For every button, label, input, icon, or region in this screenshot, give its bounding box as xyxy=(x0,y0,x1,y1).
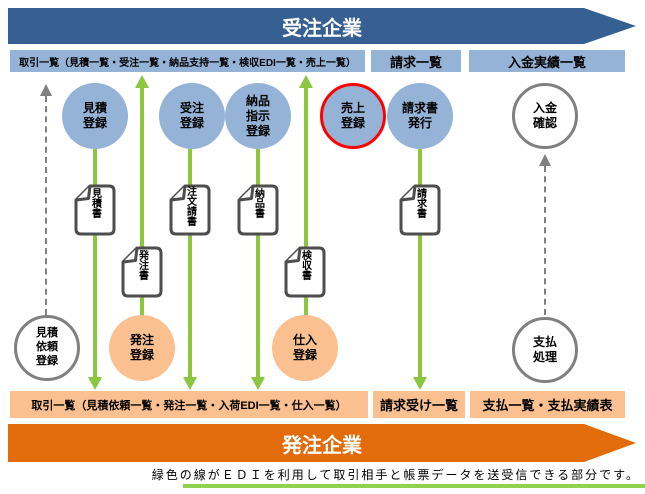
banner-hatchu-kigyo: 発注企業 xyxy=(8,424,636,462)
doc-kenshusho: 検収書 xyxy=(283,245,327,299)
document-icon xyxy=(399,184,441,236)
note-text: 緑色の線がＥＤＩを利用して取引相手と帳票データを送受信できる部分です。 xyxy=(151,468,640,482)
footer-box-seikyu-uke-ichiran: 請求受け一覧 xyxy=(373,391,465,418)
edi-arrowhead-mitsumori-down xyxy=(88,377,102,390)
header-box-seikyu-ichiran-label: 請求一覧 xyxy=(389,54,442,70)
edi-line-nohin-down xyxy=(256,149,260,378)
doc-seikyusho: 請求書 xyxy=(398,183,442,237)
doc-hatchusho-label: 発注書 xyxy=(136,250,148,280)
header-box-nyukin-jisseki-ichiran-label: 入金実績一覧 xyxy=(507,54,586,70)
edi-arrowhead-hatchu-up xyxy=(135,75,149,88)
banner-hatchu-kigyo-label: 発注企業 xyxy=(282,434,362,457)
edi-line-juchu-down xyxy=(188,149,192,378)
document-icon xyxy=(284,246,326,298)
header-box-torihiki-ichiran-label: 取引一覧（見積一覧・受注一覧・納品支持一覧・検収EDI一覧・売上一覧） xyxy=(19,57,356,69)
header-box-nyukin-jisseki-ichiran: 入金実績一覧 xyxy=(469,50,625,72)
circle-juchu-toroku: 受注 登録 xyxy=(159,83,225,149)
note-underline xyxy=(183,484,645,488)
banner-juchu-kigyo-label: 受注企業 xyxy=(282,17,362,40)
edi-line-kenshu-up xyxy=(304,87,308,316)
circle-shiire-toroku: 仕入 登録 xyxy=(272,315,338,381)
footer-box-torihiki-ichiran-label: 取引一覧（見積依頼一覧・発注一覧・入荷EDI一覧・仕入一覧） xyxy=(31,399,347,412)
circle-mitsumori-irai-toroku: 見積 依頼 登録 xyxy=(14,315,80,381)
circle-shiharai-shori: 支払 処理 xyxy=(512,317,578,383)
edi-arrowhead-juchu-down xyxy=(183,377,197,390)
doc-mitsumorisho-label: 見積書 xyxy=(89,188,101,218)
header-box-seikyu-ichiran: 請求一覧 xyxy=(371,50,461,72)
document-icon xyxy=(121,246,163,298)
edi-arrowhead-kenshu-up xyxy=(299,75,313,88)
footer-box-torihiki-ichiran: 取引一覧（見積依頼一覧・発注一覧・入荷EDI一覧・仕入一覧） xyxy=(10,391,368,418)
doc-nohinsho: 納品書 xyxy=(236,183,280,237)
circle-seikyusho-hakko: 請求書 発行 xyxy=(387,83,453,149)
dashed-line-mitsumori-irai xyxy=(45,96,47,315)
header-box-torihiki-ichiran: 取引一覧（見積一覧・受注一覧・納品支持一覧・検収EDI一覧・売上一覧） xyxy=(10,50,365,72)
document-icon xyxy=(237,184,279,236)
circle-mitsumori-toroku: 見積 登録 xyxy=(62,83,128,149)
document-icon xyxy=(74,184,116,236)
dashed-arrowhead-mitsumori-irai xyxy=(40,84,52,96)
doc-chumon-ukesho-label: 注文請書 xyxy=(184,186,196,226)
doc-nohinsho-label: 納品書 xyxy=(252,188,264,218)
dashed-arrowhead-shiharai xyxy=(539,154,551,166)
edi-arrowhead-seikyu-down xyxy=(413,377,427,390)
circle-nyukin-kakunin: 入金 確認 xyxy=(512,83,578,149)
edi-line-mitsumori-down xyxy=(93,149,97,378)
edi-line-hatchu-up xyxy=(140,87,144,316)
edi-line-seikyu-down xyxy=(418,149,422,378)
doc-hatchusho: 発注書 xyxy=(120,245,164,299)
circle-nohin-shiji-toroku: 納品 指示 登録 xyxy=(225,83,291,149)
doc-mitsumorisho: 見積書 xyxy=(73,183,117,237)
circle-hatchu-toroku: 発注 登録 xyxy=(109,315,175,381)
footer-box-shiharai-ichiran: 支払一覧・支払実績表 xyxy=(470,391,625,418)
dashed-line-shiharai xyxy=(544,166,546,315)
document-icon xyxy=(169,184,211,236)
doc-seikyusho-label: 請求書 xyxy=(414,188,426,218)
banner-juchu-kigyo: 受注企業 xyxy=(8,8,636,44)
doc-kenshusho-label: 検収書 xyxy=(299,250,311,280)
circle-uriage-toroku-highlighted: 売上 登録 xyxy=(320,83,386,149)
edi-arrowhead-nohin-down xyxy=(251,377,265,390)
footer-box-seikyu-uke-ichiran-label: 請求受け一覧 xyxy=(379,398,458,413)
footer-box-shiharai-ichiran-label: 支払一覧・支払実績表 xyxy=(482,398,613,413)
doc-chumon-ukesho: 注文請書 xyxy=(168,183,212,237)
